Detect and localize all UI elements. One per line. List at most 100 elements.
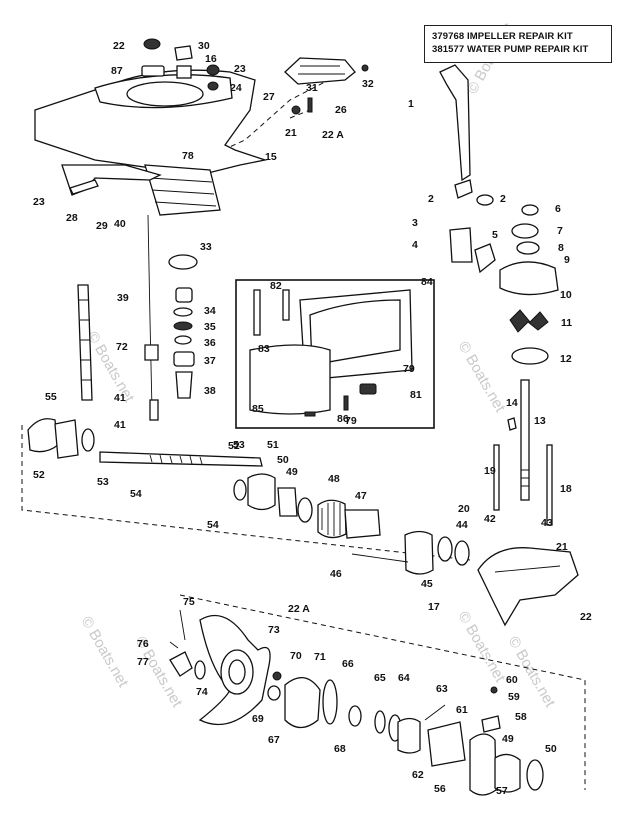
callout-number: 7 xyxy=(557,225,563,237)
stud-20 xyxy=(493,444,500,511)
prop-nut-78 xyxy=(169,651,193,677)
callout-number: 50 xyxy=(277,454,289,466)
callout-number: 33 xyxy=(200,241,212,253)
callout-number: 83 xyxy=(258,343,270,355)
clutch-51 xyxy=(277,487,298,517)
callout-number: 5 xyxy=(492,229,498,241)
plate-25 xyxy=(141,65,165,77)
seal-67 xyxy=(322,679,338,725)
callout-number: 72 xyxy=(116,341,128,353)
callout-number: 48 xyxy=(328,473,340,485)
nut-23b xyxy=(206,64,220,76)
callout-number: 28 xyxy=(66,212,78,224)
callout-number: 14 xyxy=(506,397,518,409)
forward-gear-56 xyxy=(27,418,59,453)
callout-number: 39 xyxy=(117,292,129,304)
washer-54b xyxy=(233,479,247,501)
callout-number: 71 xyxy=(314,651,326,663)
callout-number: 22 xyxy=(113,40,125,52)
callout-number: 84 xyxy=(421,276,433,288)
seal-7 xyxy=(511,223,539,239)
reverse-gear-52 xyxy=(247,473,276,511)
callout-number: 54 xyxy=(130,488,142,500)
callout-number: 10 xyxy=(560,289,572,301)
callout-number: 16 xyxy=(205,53,217,65)
callout-number: 52 xyxy=(228,440,240,452)
callout-number: 3 xyxy=(412,217,418,229)
callout-number: 20 xyxy=(458,503,470,515)
callout-number: 18 xyxy=(560,483,572,495)
impeller-11 xyxy=(509,309,549,333)
pump-housing-9 xyxy=(499,261,559,296)
callout-number: 45 xyxy=(421,578,433,590)
seal-69 xyxy=(348,705,362,727)
carrier-62 xyxy=(427,721,466,767)
callout-number: 82 xyxy=(270,280,282,292)
callout-number: 49 xyxy=(502,733,514,745)
callout-number: 41 xyxy=(114,419,126,431)
callout-number: 6 xyxy=(555,203,561,215)
callout-number: 47 xyxy=(355,490,367,502)
cam-64 xyxy=(424,704,446,721)
seal-2b xyxy=(476,194,494,206)
dashed-guide xyxy=(179,594,586,790)
callout-number: 30 xyxy=(198,40,210,52)
callout-number: 37 xyxy=(204,355,216,367)
dashed-guide xyxy=(289,109,311,119)
callout-number: 44 xyxy=(456,519,468,531)
callout-number: 26 xyxy=(335,104,347,116)
callout-number: 53 xyxy=(97,476,109,488)
propeller-group xyxy=(198,614,271,726)
callout-number: 8 xyxy=(558,242,564,254)
callout-number: 4 xyxy=(412,239,418,251)
callout-number: 65 xyxy=(374,672,386,684)
clip-59 xyxy=(481,715,501,733)
callout-number: 40 xyxy=(114,218,126,230)
shift-rod xyxy=(439,64,471,182)
seals-45b xyxy=(454,540,470,566)
callout-number: 69 xyxy=(252,713,264,725)
callout-number: 50 xyxy=(545,743,557,755)
callout-number: 38 xyxy=(204,385,216,397)
shift-cable xyxy=(147,214,153,411)
washer-75 xyxy=(194,660,206,680)
dashed-guide xyxy=(21,425,471,561)
screw-71 xyxy=(272,671,282,681)
callout-number: 2 xyxy=(500,193,506,205)
callout-number: 78 xyxy=(182,150,194,162)
cotter-pin-77 xyxy=(169,641,179,649)
spring-58 xyxy=(494,753,521,793)
callout-number: 60 xyxy=(506,674,518,686)
callout-number: 81 xyxy=(410,389,422,401)
callout-number: 15 xyxy=(265,151,277,163)
seal-34 xyxy=(168,254,198,270)
callout-number: 29 xyxy=(96,220,108,232)
callout-number: 22 A xyxy=(288,603,310,615)
callout-number: 76 xyxy=(137,638,149,650)
callout-number: 2 xyxy=(428,193,434,205)
callout-number: 19 xyxy=(484,465,496,477)
callout-number: 68 xyxy=(334,743,346,755)
callout-number: 87 xyxy=(111,65,123,77)
bearing-52 xyxy=(54,419,79,459)
callout-number: 23 xyxy=(33,196,45,208)
callout-number: 1 xyxy=(408,98,414,110)
seal-10 xyxy=(516,241,540,255)
washer-36 xyxy=(173,321,193,331)
callout-number: 55 xyxy=(45,391,57,403)
nut-24 xyxy=(207,81,219,91)
callout-number: 22 xyxy=(580,611,592,623)
callout-number: 34 xyxy=(204,305,216,317)
callout-number: 61 xyxy=(456,704,468,716)
spring-2 xyxy=(454,179,473,199)
inset-parts xyxy=(249,289,413,417)
callout-number: 22 A xyxy=(322,129,344,141)
callout-number: 79 xyxy=(345,415,357,427)
callout-number: 12 xyxy=(560,353,572,365)
callout-number: 31 xyxy=(306,82,318,94)
callout-number: 59 xyxy=(508,691,520,703)
callout-number: 11 xyxy=(561,317,572,329)
ring-66 xyxy=(374,710,386,734)
